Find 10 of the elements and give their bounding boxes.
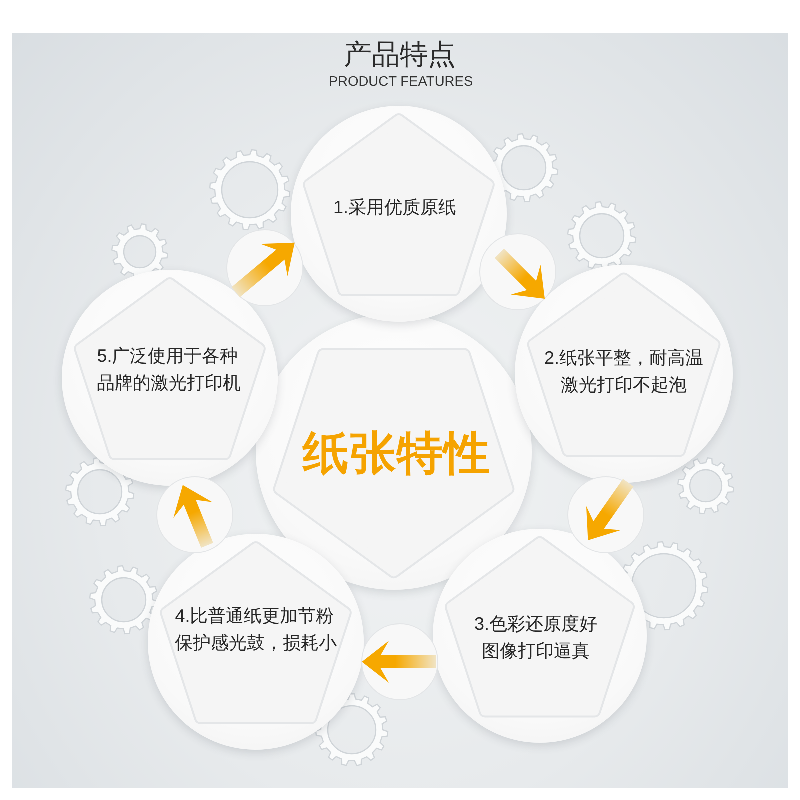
node-text: 2.纸张平整，耐高温激光打印不起泡 <box>543 347 704 397</box>
node-text: 5.广泛使用于各种品牌的激光打印机 <box>97 345 242 395</box>
node-text: 4.比普通纸更加节粉保护感光鼓，损耗小 <box>175 605 338 655</box>
subtitle: PRODUCT FEATURES <box>328 74 474 90</box>
title: 产品特点 <box>344 38 456 72</box>
node-text: 1.采用优质原纸 <box>334 196 456 220</box>
arrow <box>174 482 214 548</box>
center-text: 纸张特性 <box>303 426 491 480</box>
node-text: 3.色彩还原度好图像打印逼真 <box>473 613 598 663</box>
arrow <box>362 641 436 683</box>
